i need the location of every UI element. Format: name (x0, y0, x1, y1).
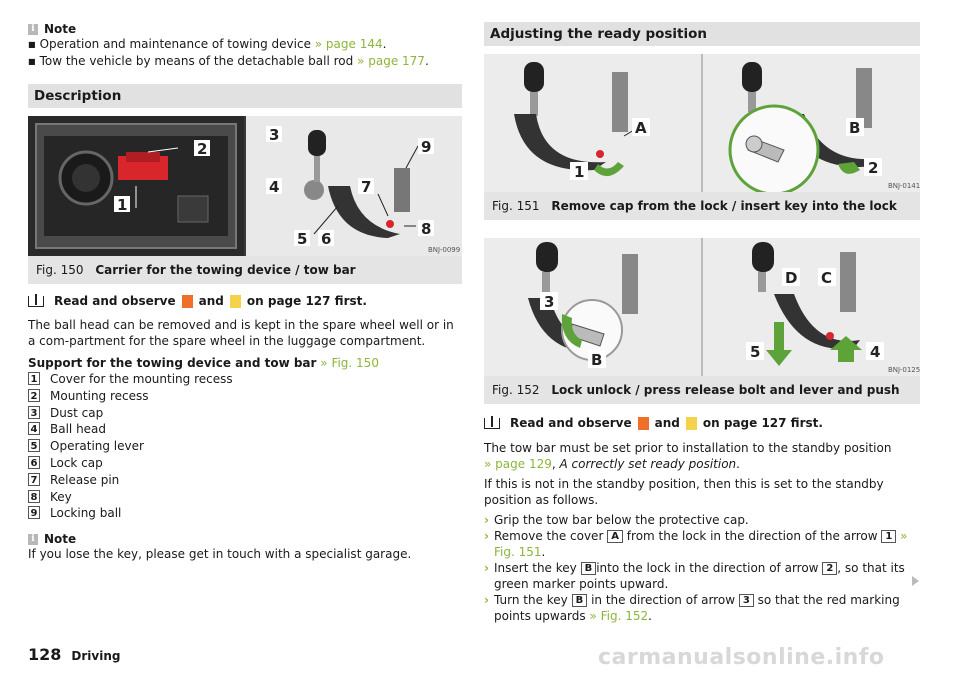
callout-3: 3 (269, 126, 279, 144)
callout-4: 4 (269, 178, 279, 196)
support-heading: Support for the towing device and tow ba… (28, 356, 379, 370)
callout-2: 2 (197, 140, 207, 158)
callout-3: 3 (544, 293, 554, 311)
callout-5: 5 (750, 343, 760, 361)
callout-9: 9 (421, 138, 431, 156)
warning-icon (637, 416, 649, 430)
callout-4: 4 (870, 343, 880, 361)
page-link[interactable]: » page 129 (484, 457, 552, 471)
page-footer: 128 Driving (28, 645, 120, 664)
figure-code: BNJ-0125 (888, 366, 920, 374)
callout-1: 1 (117, 196, 127, 214)
step-1: ›Grip the tow bar below the protective c… (484, 513, 749, 527)
figure-number: Fig. 152 (492, 383, 540, 397)
callout-8: 8 (421, 220, 431, 238)
read-observe-line: Read and observe and on page 127 first. (484, 415, 920, 430)
figure-code: BNJ-0141 (888, 182, 920, 190)
callout-B: B (849, 119, 860, 137)
callout-B: B (591, 351, 602, 369)
watermark: carmanualsonline.info (598, 645, 885, 670)
page-link[interactable]: » page 144 (314, 37, 383, 51)
note-bullet-2: ■Tow the vehicle by means of the detacha… (28, 54, 429, 68)
caution-icon (229, 294, 241, 308)
read-observe-line: Read and observe and on page 127 first. (28, 293, 462, 308)
figure-150-image: 2 1 3 9 4 7 8 5 6 BNJ-0099 (28, 116, 462, 256)
book-icon (28, 293, 44, 307)
procedure-intro: If this is not in the standby position, … (484, 477, 884, 507)
step-2: ›Remove the cover A from the lock in the… (484, 529, 908, 559)
figure-link[interactable]: » Fig. 150 (320, 356, 379, 370)
callout-6: 6 (321, 230, 331, 248)
description-paragraph: The ball head can be removed and is kept… (28, 318, 454, 348)
note-bullet-1: ■Operation and maintenance of towing dev… (28, 37, 387, 51)
callout-C: C (821, 269, 832, 287)
callout-A: A (635, 119, 647, 137)
figure-link[interactable]: » Fig. 151 (494, 529, 908, 559)
callout-5: 5 (297, 230, 307, 248)
book-icon (484, 415, 500, 429)
figure-link[interactable]: » Fig. 152 (589, 609, 649, 623)
figure-152-image: 3 B D C 5 4 BNJ-0125 (484, 238, 920, 376)
step-4: ›Turn the key B in the direction of arro… (484, 593, 900, 623)
figure-title: Lock unlock / press release bolt and lev… (551, 383, 900, 397)
figure-152-caption: Fig. 152 Lock unlock / press release bol… (484, 376, 920, 404)
figure-title: Remove cap from the lock / insert key in… (551, 199, 897, 213)
left-column: i Note ■Operation and maintenance of tow… (28, 0, 462, 562)
steps-list: ›Grip the tow bar below the protective c… (484, 512, 920, 624)
section-heading-description: Description (28, 84, 462, 108)
callout-7: 7 (361, 178, 371, 196)
page-number: 128 (28, 645, 62, 664)
section-heading-adjusting: Adjusting the ready position (484, 22, 920, 46)
warning-icon (181, 294, 193, 308)
figure-150-caption: Fig. 150 Carrier for the towing device /… (28, 256, 462, 284)
continue-arrow-icon (912, 576, 919, 586)
figure-title: Carrier for the towing device / tow bar (95, 263, 356, 277)
callout-D: D (785, 269, 797, 287)
figure-151-caption: Fig. 151 Remove cap from the lock / inse… (484, 192, 920, 220)
figure-code: BNJ-0099 (428, 246, 460, 254)
figure-number: Fig. 150 (36, 263, 84, 277)
figure-number: Fig. 151 (492, 199, 540, 213)
note-heading-2: i Note (28, 532, 462, 546)
callout-1: 1 (574, 163, 584, 181)
info-icon: i (28, 533, 38, 545)
standby-paragraph: The tow bar must be set prior to install… (484, 441, 892, 471)
figure-151-image: A 1 B 2 BNJ-0141 (484, 54, 920, 192)
info-icon: i (28, 23, 38, 35)
callout-2: 2 (868, 159, 878, 177)
page-link[interactable]: » page 177 (357, 54, 425, 68)
note-text: If you lose the key, please get in touch… (28, 547, 412, 562)
caution-icon (685, 416, 697, 430)
footer-section: Driving (71, 649, 121, 663)
note-label: Note (44, 22, 77, 36)
note-heading: i Note (28, 22, 462, 36)
right-column: Adjusting the ready position A 1 (484, 0, 920, 624)
